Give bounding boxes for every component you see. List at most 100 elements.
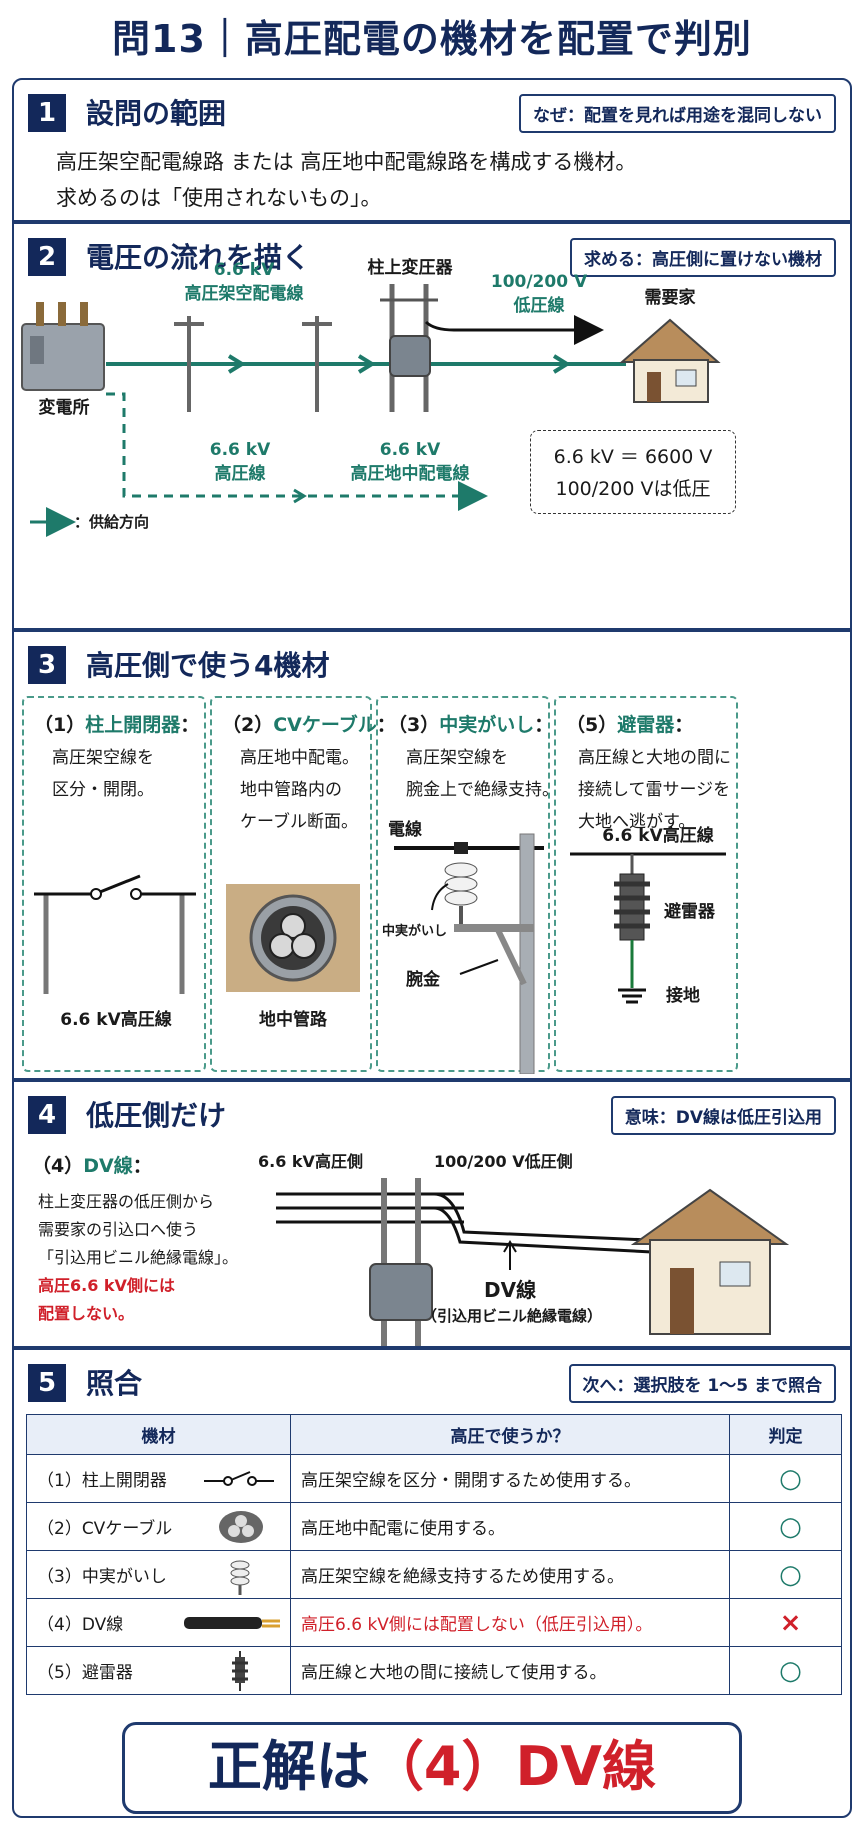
card-heading: （2）CVケーブル： [222,714,396,736]
voltage-note: 6.6 kV ＝ 6600 V 100/200 Vは低圧 [530,430,736,514]
arrester-label: 避雷器 [664,902,715,922]
result-cell: ○ [729,1646,842,1695]
card-solid-insulator: （3）中実がいし： 高圧架空線を腕金上で絶縁支持。 電線 中実がいし 腕金 [376,696,559,1074]
wire-label: 電線 [388,820,422,840]
insulator-icon [230,1560,250,1595]
material-cell: （1）柱上開閉器 [26,1454,291,1503]
card-pole-switch: （1）柱上開閉器： 高圧架空線を区分・開閉。 6.6 kV高圧線 [22,696,206,1072]
card-caption: 地中管路 [259,1010,327,1030]
voltage-note-1: 6.6 kV ＝ 6600 V [553,446,713,468]
section-tag: 意味：DV線は低圧引込用 [610,1096,836,1135]
material-cell: （5）避雷器 [26,1646,291,1695]
col-header-use: 高圧で使うか？ [290,1414,730,1455]
dv-wire-icon [184,1617,280,1629]
arrester-icon [232,1651,248,1691]
section-heading: 設問の範囲 [86,97,227,130]
card-heading: （5）避雷器： [566,714,694,736]
dv-wire-diagram [276,1178,790,1346]
table-header-row: 機材 高圧で使うか？ 判定 [26,1414,842,1455]
section-voltage-flow: 2 電圧の流れを描く 求める：高圧側に置けない機材 [12,222,852,630]
card-cv-cable: （2）CVケーブル： 高圧地中配電。地中管路内のケーブル断面。 地中管路 [210,696,396,1072]
overhead-voltage-label: 6.6 kV [213,260,275,280]
result-cell: ○ [729,1550,842,1599]
crossarm-label: 腕金 [406,970,440,990]
section-number: 5 [28,1364,66,1402]
substation-label: 変電所 [38,398,90,418]
card-text: 高圧架空線を腕金上で絶縁支持。 [406,748,559,800]
hv-voltage-label: 6.6 kV [209,440,271,460]
consumer-label: 需要家 [644,288,696,308]
material-cell: （4）DV線 [26,1598,291,1647]
solid-insulator-icon [394,833,544,1074]
material-cell: （3）中実がいし [26,1550,291,1599]
section-hv-equipment: 3 高圧側で使う4機材 （1）柱上開閉器： 高圧架空線を区分・開閉。 6.6 k… [12,630,852,1080]
card-lightning-arrester: （5）避雷器： 高圧線と大地の間に接続して雷サージを大地へ逃がす。 6.6 kV… [554,696,738,1072]
dv-sublabel: （引込用ビニル絶縁電線） [422,1307,603,1325]
hv-line-label: 高圧線 [214,464,266,484]
section-scope: 1 設問の範囲 なぜ：配置を見れば用途を混同しない 高圧架空配電線路 または 高… [12,78,852,222]
section-check: 5 照合 次へ：選択肢を 1〜5 まで照合 機材 高圧で使うか？ 判定 （1）柱… [12,1348,852,1818]
card-caption: 6.6 kV高圧線 [60,1010,172,1030]
section-heading: 低圧側だけ [86,1099,227,1132]
section-heading: 照合 [86,1367,143,1400]
scope-line-1: 高圧架空配電線路 または 高圧地中配電線路を構成する機材。 [56,150,637,174]
overhead-line-label: 高圧架空配電線 [184,284,304,304]
section-tag: 求める：高圧側に置けない機材 [570,238,836,277]
card-text: 高圧地中配電。地中管路内のケーブル断面。 [240,748,359,832]
section-number: 4 [28,1096,66,1134]
result-cell: ○ [729,1502,842,1551]
substation-icon [21,302,105,391]
switch-icon [204,1471,274,1486]
use-cell: 高圧6.6 kV側には配置しない（低圧引込用）。 [290,1598,730,1647]
section-heading: 電圧の流れを描く [86,241,311,274]
scope-line-2: 求めるのは「使用されないもの」。 [56,186,382,210]
pole-switch-icon [34,874,196,994]
dv-heading: （4）DV線： [32,1155,152,1177]
lightning-arrester-icon [570,852,726,1004]
table-row: （5）避雷器 高圧線と大地の間に接続して使用する。 ○ [26,1646,842,1695]
cv-cable-icon [219,1511,263,1543]
legend-label: ：供給方向 [74,513,150,531]
section-heading: 高圧側で使う4機材 [86,649,330,682]
cv-cable-section-icon [226,884,360,992]
hv-side-label: 6.6 kV高圧側 [258,1152,363,1171]
dv-text: 柱上変圧器の低圧側から需要家の引込口へ使う「引込用ビニル絶縁電線」。 高圧6.6… [38,1192,239,1323]
col-header-result: 判定 [729,1414,842,1455]
lv-side-label: 100/200 V低圧側 [434,1152,573,1171]
section-number: 2 [28,238,66,276]
section-number: 1 [28,94,66,132]
underground-voltage-label: 6.6 kV [379,440,441,460]
table-row: （4）DV線 高圧6.6 kV側には配置しない（低圧引込用）。 × [26,1598,842,1647]
page-title: 問13｜高圧配電の機材を配置で判別 [112,17,752,61]
pole-transformer-icon [380,284,438,412]
section-lv-only: 4 低圧側だけ 意味：DV線は低圧引込用 （4）DV線： 柱上変圧器の低圧側から… [12,1080,852,1348]
low-voltage-line-label: 低圧線 [513,296,565,316]
use-cell: 高圧架空線を区分・開閉するため使用する。 [290,1454,730,1503]
use-cell: 高圧地中配電に使用する。 [290,1502,730,1551]
card-text: 高圧線と大地の間に接続して雷サージを大地へ逃がす。 [578,748,731,832]
card-text: 高圧架空線を区分・開閉。 [52,748,154,800]
table-row: （3）中実がいし 高圧架空線を絶縁支持するため使用する。 ○ [26,1550,842,1599]
voltage-flow-diagram [21,284,721,537]
insulator-label: 中実がいし [382,924,448,939]
utility-pole-icon [174,316,332,412]
underground-line-label: 高圧地中配電線 [350,464,470,484]
use-cell: 高圧架空線を絶縁支持するため使用する。 [290,1550,730,1599]
dv-label: DV線 [484,1278,537,1302]
scope-text: 高圧架空配電線路 または 高圧地中配電線路を構成する機材。 求めるのは「使用され… [56,144,636,216]
col-header-material: 機材 [26,1414,291,1455]
section-tag: 次へ：選択肢を 1〜5 まで照合 [568,1364,836,1403]
result-cell: × [729,1598,842,1647]
material-cell: （2）CVケーブル [26,1502,291,1551]
voltage-note-2: 100/200 Vは低圧 [555,478,711,500]
use-cell: 高圧線と大地の間に接続して使用する。 [290,1646,730,1695]
check-table: 機材 高圧で使うか？ 判定 （1）柱上開閉器 高圧架空線を区分・開閉するため使用… [26,1414,842,1695]
table-row: （1）柱上開閉器 高圧架空線を区分・開閉するため使用する。 ○ [26,1454,842,1503]
card-heading: （3）中実がいし： [388,714,554,736]
transformer-label: 柱上変圧器 [367,258,453,278]
table-row: （2）CVケーブル 高圧地中配電に使用する。 ○ [26,1502,842,1551]
card-heading: （1）柱上開閉器： [34,714,200,736]
result-cell: ○ [729,1454,842,1503]
house-icon [619,318,721,403]
hv-line-label: 6.6 kV高圧線 [602,826,714,846]
